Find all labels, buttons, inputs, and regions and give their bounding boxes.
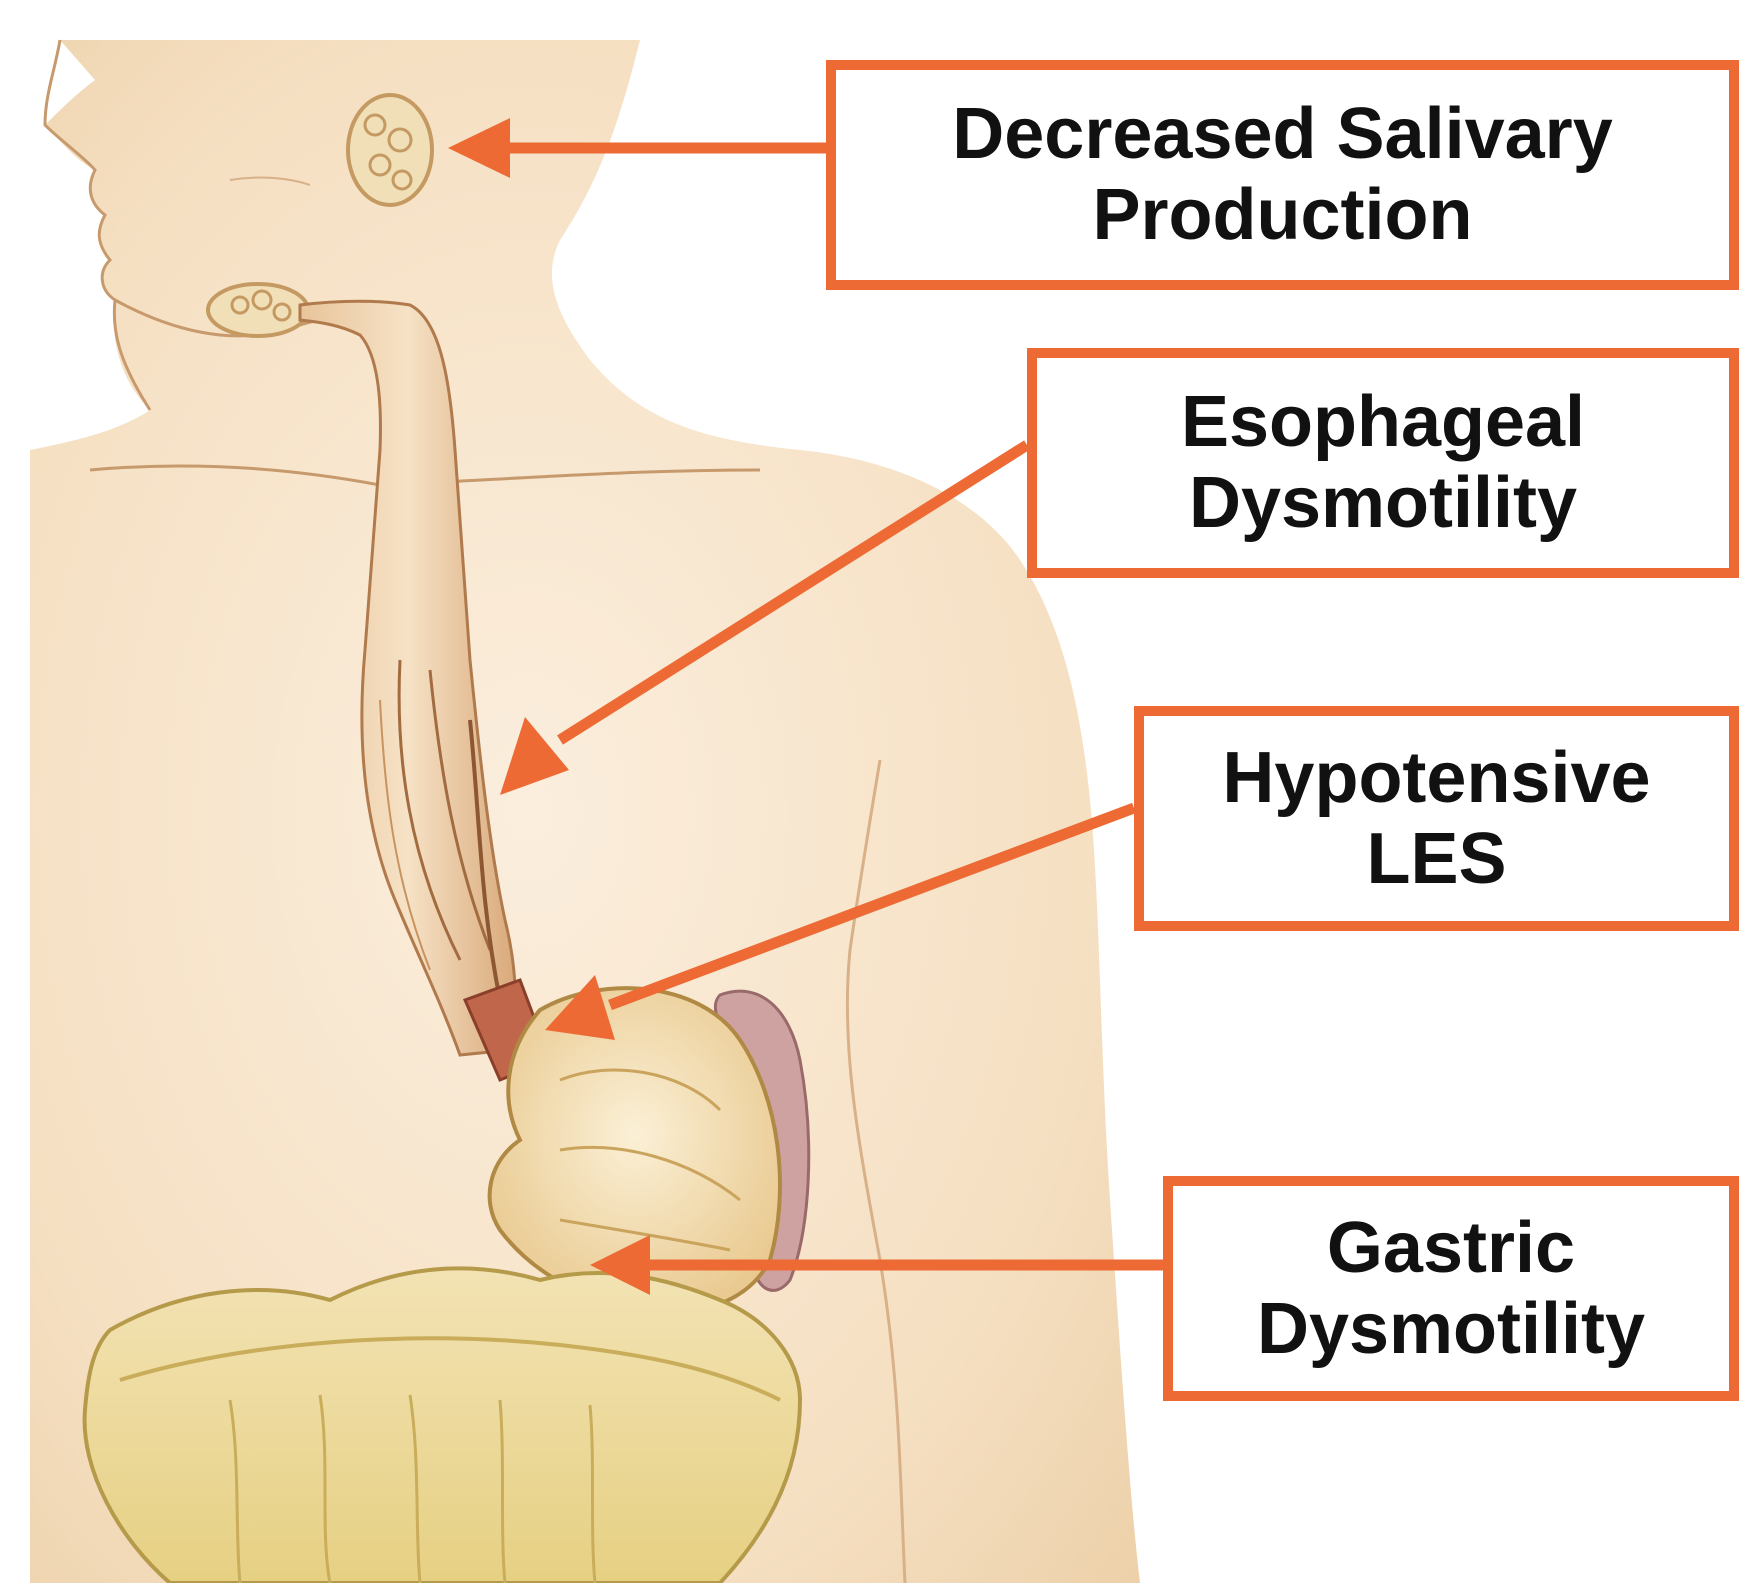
label-text-line-2: Dysmotility [1257, 1289, 1645, 1370]
arrow-salivary [448, 118, 826, 178]
label-text-line-2: LES [1366, 819, 1506, 900]
intestine-icon [85, 1268, 800, 1583]
label-text-line-1: Esophageal [1181, 382, 1585, 463]
label-text-line-1: Decreased Salivary [952, 94, 1612, 175]
salivary-gland-icon [348, 95, 432, 205]
label-hypotensive-les: Hypotensive LES [1134, 706, 1739, 931]
label-gastric-dysmotility: Gastric Dysmotility [1163, 1176, 1739, 1401]
label-text-line-1: Gastric [1327, 1208, 1575, 1289]
label-esophageal-dysmotility: Esophageal Dysmotility [1027, 348, 1739, 578]
label-text-line-2: Production [1093, 175, 1473, 256]
label-text-line-2: Dysmotility [1189, 463, 1577, 544]
submandibular-gland-icon [208, 284, 308, 336]
label-decreased-salivary-production: Decreased Salivary Production [826, 60, 1739, 290]
label-text-line-1: Hypotensive [1222, 738, 1650, 819]
